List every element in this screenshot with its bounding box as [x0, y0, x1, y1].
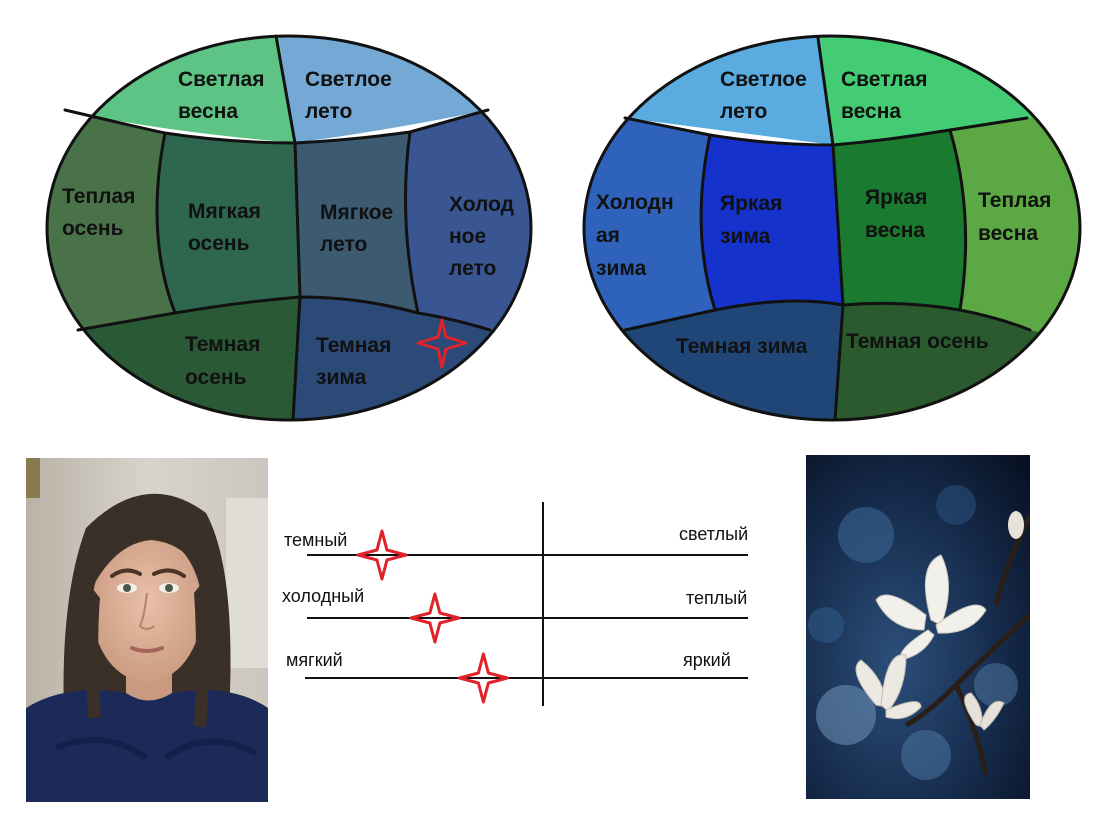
right-wheel-borders — [582, 34, 1082, 422]
segment-dark-autumn — [835, 303, 1080, 420]
label-bright-winter: Яркая зима — [720, 192, 788, 248]
label-soft-autumn: Мягкая осень — [188, 200, 267, 255]
scale-label-warm: теплый — [686, 588, 747, 608]
segment-soft-summer — [295, 132, 418, 313]
segment-warm-spring — [950, 118, 1080, 345]
label-light-summer-right: Светлое лето — [720, 68, 813, 123]
segment-warm-autumn — [47, 110, 175, 330]
portrait-illustration — [26, 458, 268, 802]
portrait-photo — [26, 458, 268, 802]
star-marker-icon — [416, 318, 468, 369]
segment-cool-winter — [584, 118, 715, 330]
scale-label-light: светлый — [679, 524, 748, 544]
scale-label-dark: темный — [284, 530, 347, 550]
right-wheel-labels: Светлое лето Светлая весна Холодн ая зим… — [596, 68, 1057, 358]
characteristic-scales: темный светлый холодный теплый мягкий яр… — [282, 502, 748, 706]
star-marker-icon — [457, 652, 509, 704]
segment-bright-winter — [701, 135, 843, 310]
label-bright-spring: Яркая весна — [865, 186, 933, 242]
segment-soft-autumn — [157, 133, 300, 313]
scale-label-cool: холодный — [282, 586, 364, 606]
left-wheel-borders — [45, 34, 533, 422]
scale-label-soft: мягкий — [286, 650, 343, 670]
label-light-spring: Светлая весна — [178, 68, 270, 123]
label-warm-autumn: Теплая осень — [62, 185, 141, 240]
label-dark-winter-right: Темная зима — [676, 335, 808, 358]
label-dark-autumn-right: Темная осень — [846, 330, 989, 353]
label-dark-winter: Темная зима — [316, 334, 397, 389]
label-cool-summer: Холод ное лето — [449, 193, 520, 280]
left-wheel-labels: Светлая весна Светлое лето Теплая осень … — [62, 68, 520, 389]
magnolia-illustration — [806, 455, 1030, 799]
label-light-summer: Светлое лето — [305, 68, 398, 123]
star-marker-icon — [409, 592, 461, 644]
magnolia-photo — [806, 455, 1030, 799]
label-light-spring-right: Светлая весна — [841, 68, 933, 123]
label-soft-summer: Мягкое лето — [320, 201, 399, 256]
segment-bright-spring — [833, 130, 966, 310]
label-dark-autumn: Темная осень — [185, 333, 266, 389]
label-warm-spring: Теплая весна — [978, 189, 1057, 245]
star-marker-icon — [356, 529, 408, 581]
segment-cool-summer — [405, 110, 531, 340]
label-cool-winter: Холодн ая зима — [596, 191, 680, 280]
scale-label-bright: яркий — [683, 650, 731, 670]
